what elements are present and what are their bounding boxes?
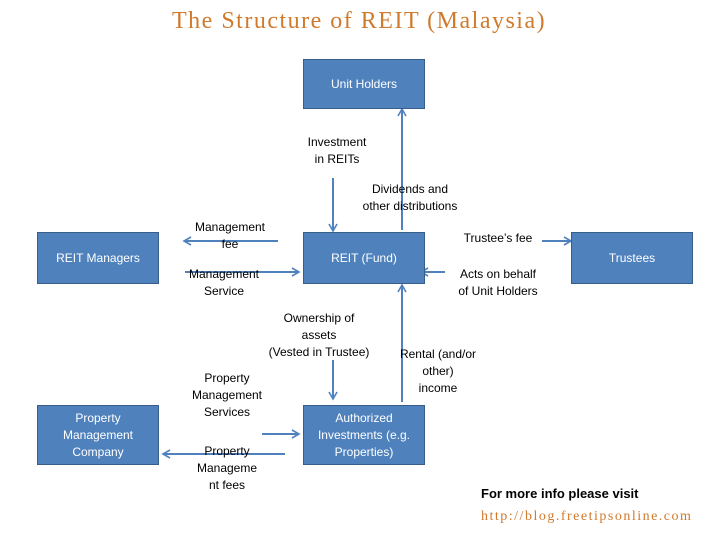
trustees-fee-label: Trustee’s fee (463, 231, 533, 245)
trustees-box: Trustees (571, 232, 693, 284)
investment-label: Investment in REITs (307, 135, 367, 166)
rental-label: Rental (and/or other) income (399, 347, 477, 395)
ownership-label: Ownership of assets (Vested in Trustee) (268, 311, 370, 359)
authorized-investments-box: Authorized Investments (e.g. Properties) (303, 405, 425, 465)
more-info-heading: For more info please visit (481, 486, 639, 501)
property-management-company-box: Property Management Company (37, 405, 159, 465)
dividends-label: Dividends and other distributions (362, 182, 458, 213)
unit-holders-box: Unit Holders (303, 59, 425, 109)
more-info-link[interactable]: http://blog.freetipsonline.com (481, 509, 693, 524)
acts-on-behalf-label: Acts on behalf of Unit Holders (458, 267, 538, 298)
management-service-label: Management Service (188, 267, 260, 298)
property-management-services-label: Property Management Services (191, 371, 263, 419)
management-fee-label: Management fee (194, 220, 266, 251)
reit-managers-box: REIT Managers (37, 232, 159, 284)
page-title: The Structure of REIT (Malaysia) (172, 8, 547, 34)
property-management-fees-label: Property Manageme nt fees (196, 444, 258, 492)
reit-fund-box: REIT (Fund) (303, 232, 425, 284)
